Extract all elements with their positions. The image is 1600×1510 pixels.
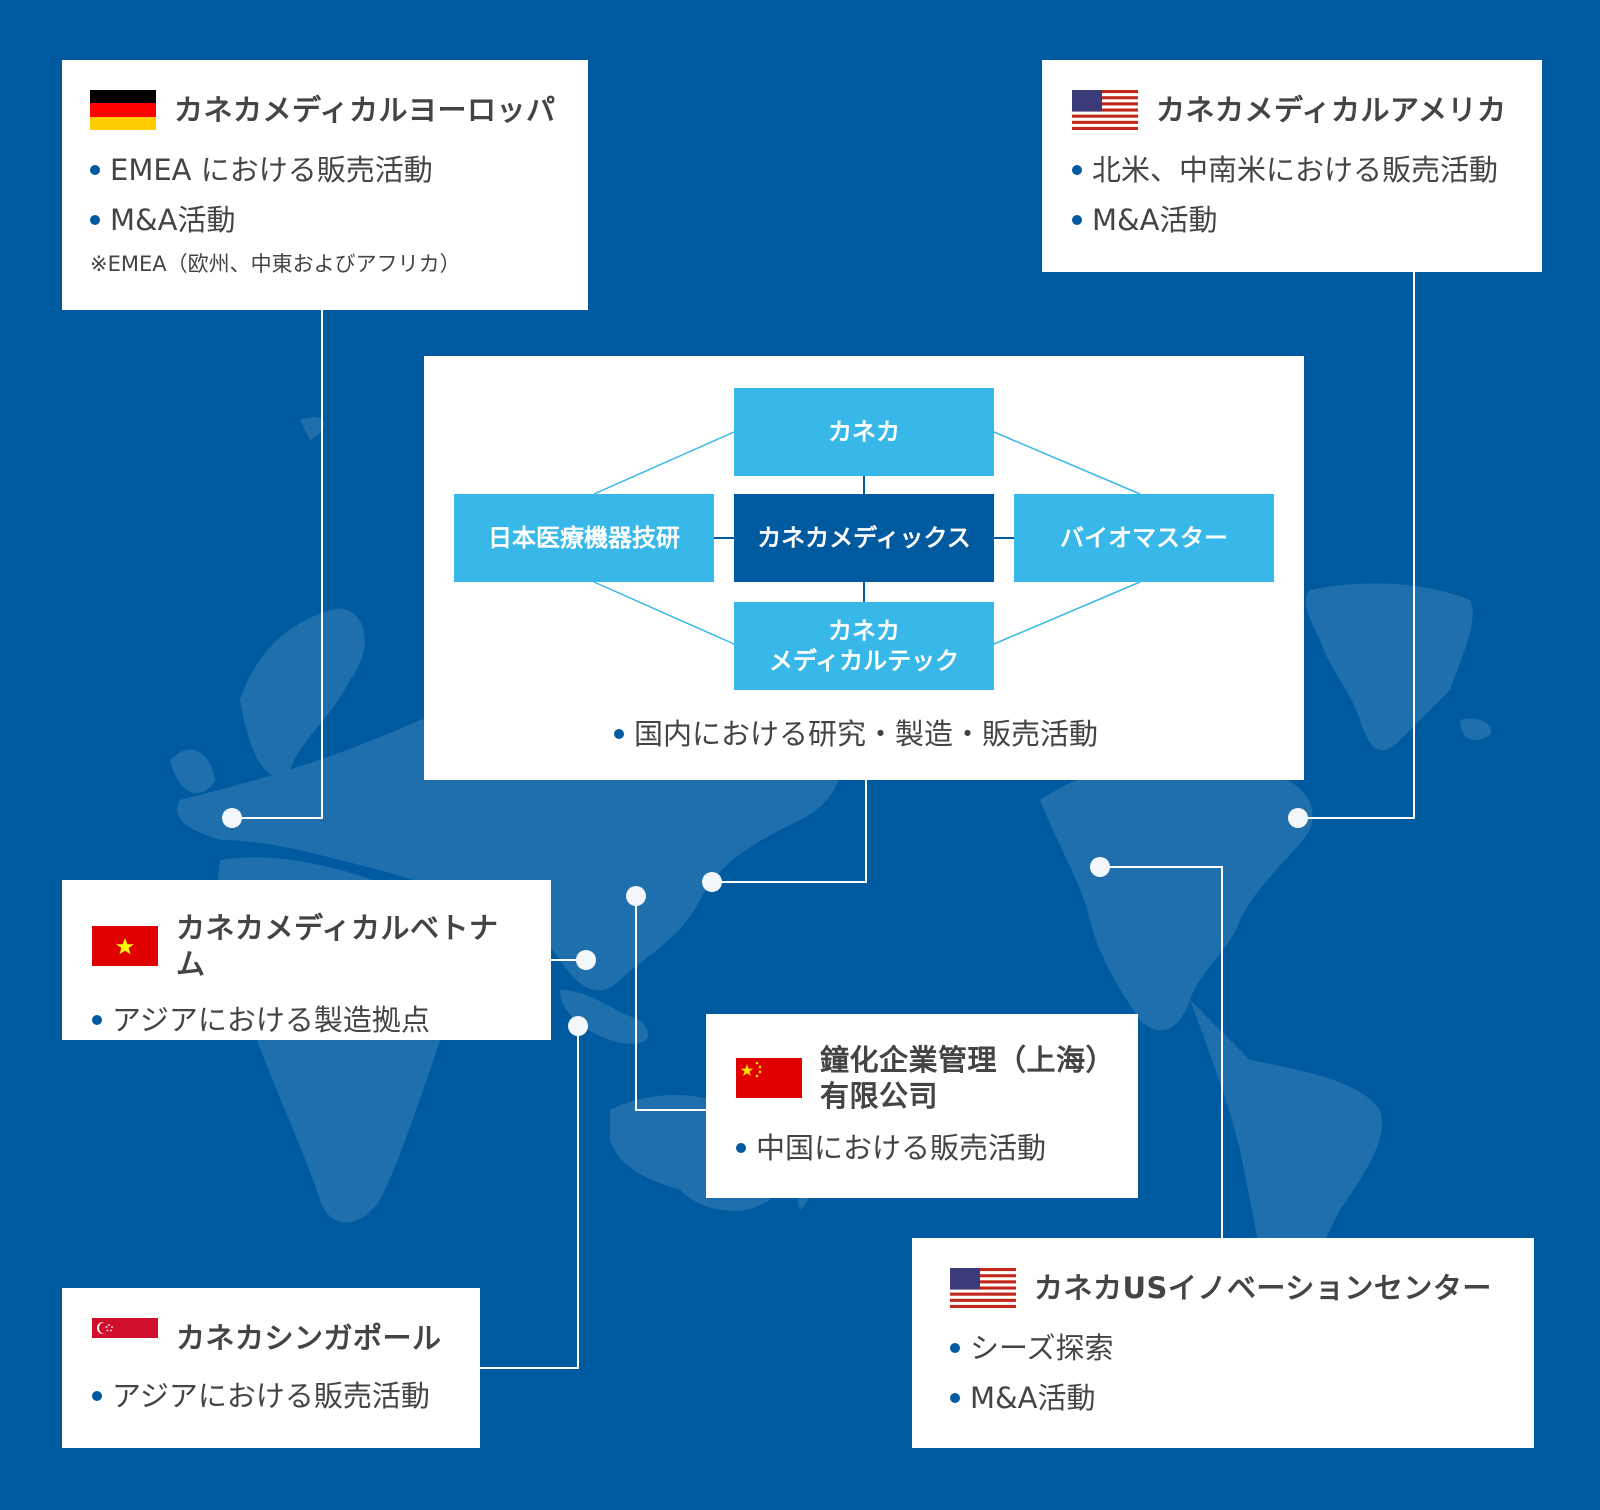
bullet-item: 中国における販売活動 (736, 1128, 1108, 1168)
germany-flag-icon (90, 90, 156, 130)
card-header: カネカシンガポール (92, 1318, 450, 1358)
node-kaneka[interactable]: カネカ (734, 388, 994, 476)
card-title: 鐘化企業管理（上海） 有限公司 (820, 1043, 1116, 1113)
bullet-item: 北米、中南米における販売活動 (1072, 150, 1512, 190)
card-kaneka-medical-america: カネカメディカルアメリカ 北米、中南米における販売活動 M&A活動 (1042, 60, 1542, 272)
bullet-dot-icon (90, 215, 100, 225)
diagram-connectors (593, 431, 1141, 645)
pin-china[interactable] (626, 886, 646, 906)
bullet-dot-icon (1072, 215, 1082, 225)
pin-singapore[interactable] (568, 1016, 588, 1036)
node-kaneka-medical-tech[interactable]: カネカ メディカルテック (734, 602, 994, 690)
bullet-dot-icon (736, 1143, 746, 1153)
card-header: カネカメディカルヨーロッパ (90, 90, 560, 130)
pin-europe[interactable] (222, 808, 242, 828)
card-kaneka-singapore: カネカシンガポール アジアにおける販売活動 (62, 1288, 480, 1448)
bullet-dot-icon (614, 729, 624, 739)
card-header: カネカメディカルベトナム (92, 910, 521, 982)
bullet-dot-icon (950, 1343, 960, 1353)
bullet-item: M&A活動 (950, 1378, 1496, 1418)
pin-america-east[interactable] (1288, 808, 1308, 828)
bullet-item: アジアにおける販売活動 (92, 1376, 450, 1416)
card-title: カネカUSイノベーションセンター (1034, 1271, 1492, 1305)
usa-flag-icon (1072, 90, 1138, 130)
bullet-item: M&A活動 (1072, 200, 1512, 240)
card-title: カネカシンガポール (176, 1321, 442, 1355)
usa-flag-icon (950, 1268, 1016, 1308)
card-title: カネカメディカルアメリカ (1156, 93, 1507, 127)
singapore-flag-icon (92, 1318, 158, 1358)
bullet-dot-icon (950, 1393, 960, 1403)
node-kaneka-medix[interactable]: カネカメディックス (734, 494, 994, 582)
bullet-dot-icon (1072, 165, 1082, 175)
vietnam-flag-icon (92, 926, 158, 966)
bullet-dot-icon (92, 1391, 102, 1401)
pin-america-west[interactable] (1090, 857, 1110, 877)
bullet-item: EMEA における販売活動 (90, 150, 560, 190)
pin-japan[interactable] (702, 872, 722, 892)
node-nihon-iryo-kiki-giken[interactable]: 日本医療機器技研 (454, 494, 714, 582)
node-biomaster[interactable]: バイオマスター (1014, 494, 1274, 582)
bullet-item: 国内における研究・製造・販売活動 (614, 714, 1098, 754)
bullet-item: アジアにおける製造拠点 (92, 1000, 521, 1040)
card-kaneka-medical-europe: カネカメディカルヨーロッパ EMEA における販売活動 M&A活動 ※EMEA（… (62, 60, 588, 310)
bullet-dot-icon (90, 165, 100, 175)
card-kaneka-us-innovation-center: カネカUSイノベーションセンター シーズ探索 M&A活動 (912, 1238, 1534, 1448)
footnote: ※EMEA（欧州、中東およびアフリカ） (90, 252, 461, 276)
card-kaneka-shanghai: 鐘化企業管理（上海） 有限公司 中国における販売活動 (706, 1014, 1138, 1198)
china-flag-icon (736, 1058, 802, 1098)
card-title: カネカメディカルヨーロッパ (174, 93, 556, 127)
bullet-item: M&A活動 (90, 200, 560, 240)
card-header: カネカメディカルアメリカ (1072, 90, 1512, 130)
card-header: 鐘化企業管理（上海） 有限公司 (736, 1042, 1116, 1114)
card-kaneka-medical-vietnam: カネカメディカルベトナム アジアにおける製造拠点 (62, 880, 551, 1040)
card-title: カネカメディカルベトナム (176, 911, 499, 981)
pin-vietnam[interactable] (576, 950, 596, 970)
bullet-item: シーズ探索 (950, 1328, 1496, 1368)
card-japan-group: カネカ 日本医療機器技研 カネカメディックス バイオマスター カネカ メディカル… (424, 356, 1304, 780)
bullet-dot-icon (92, 1015, 102, 1025)
card-header: カネカUSイノベーションセンター (950, 1268, 1496, 1308)
